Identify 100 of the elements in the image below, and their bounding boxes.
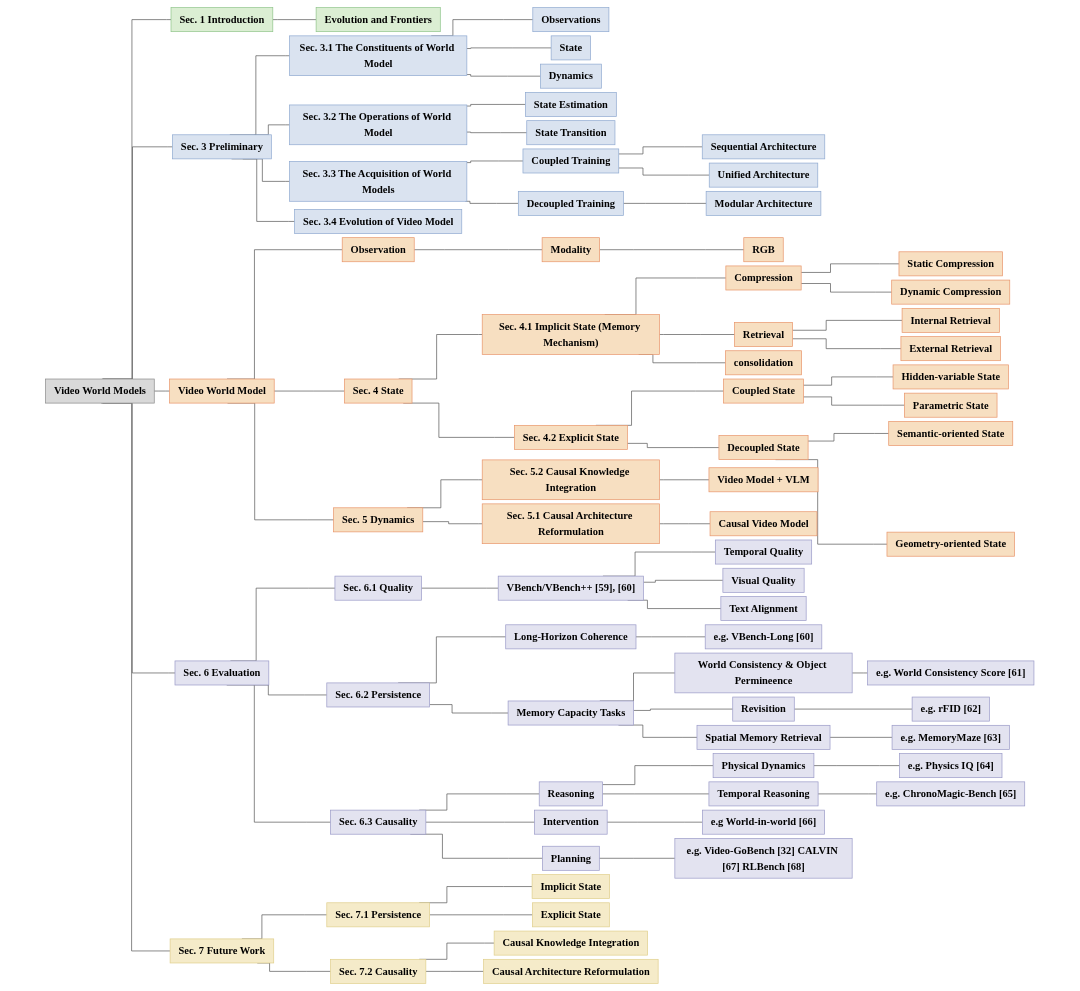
node-box: Sec. 4.2 Explicit State	[514, 425, 628, 450]
connector	[618, 146, 703, 155]
connector	[425, 971, 485, 972]
node-box: World Consistency & Object Permineence	[674, 652, 853, 694]
node-box: VBench/VBench++ [59], [60]	[498, 575, 645, 601]
node-box: Unified Architecture	[709, 162, 819, 188]
connector	[414, 249, 543, 251]
connector	[466, 160, 524, 163]
connector	[659, 334, 736, 335]
node-box: Causal Knowledge Integration	[494, 930, 649, 956]
connector	[659, 479, 710, 481]
node-box: Sequential Architecture	[702, 134, 826, 160]
connector	[466, 47, 552, 49]
node-box: RGB	[743, 237, 784, 263]
node-box: Reasoning	[539, 781, 604, 807]
connector	[466, 131, 528, 134]
node-box: State Estimation	[525, 92, 617, 117]
node-box: e.g. World Consistency Score [61]	[867, 660, 1035, 686]
node-box: Implicit State	[532, 874, 611, 899]
node-box: Sec. 3.1 The Constituents of World Model	[289, 35, 468, 76]
node-box: Modality	[542, 237, 601, 263]
node-box: Visual Quality	[722, 567, 805, 593]
node-box: Sec. 7 Future Work	[170, 938, 275, 964]
connector	[829, 737, 893, 738]
node-box: Sec. 6.1 Quality	[334, 575, 423, 601]
connector	[429, 704, 509, 714]
node-box: Video World Model	[169, 378, 275, 404]
node-box: Observation	[342, 237, 415, 263]
connector	[792, 320, 903, 331]
connector	[599, 249, 745, 251]
node-box: consolidation	[725, 350, 803, 376]
node-box: Physical Dynamics	[713, 753, 815, 778]
connector	[154, 390, 171, 392]
node-box: Spatial Memory Retrieval	[696, 724, 831, 750]
node-box: Decoupled Training	[518, 191, 624, 216]
node-box: e.g. rFID [62]	[912, 696, 990, 722]
connector	[801, 263, 900, 273]
connector	[429, 914, 533, 916]
node-box: e.g. Video-GoBench [32] CALVIN [67] RLBench [68]	[674, 838, 853, 879]
connector	[801, 283, 893, 293]
node-box: Temporal Quality	[715, 539, 813, 565]
connector	[627, 443, 720, 448]
connector	[272, 19, 317, 20]
connector	[466, 104, 526, 107]
node-box: Geometry-oriented State	[886, 531, 1016, 557]
connector	[659, 523, 711, 525]
node-box: Revisition	[732, 696, 795, 722]
node-box: Text Alignment	[720, 596, 807, 621]
node-box: Video World Models	[45, 378, 155, 404]
node-box: Sec. 3.4 Evolution of Video Model	[294, 209, 463, 234]
node-box: Planning	[542, 845, 600, 871]
connector	[633, 708, 734, 711]
node-box: Hidden-variable State	[892, 364, 1009, 390]
node-box: Sec. 6 Evaluation	[174, 660, 270, 686]
node-box: Causal Video Model	[709, 511, 818, 537]
node-box: Sec. 3.3 The Acquisition of World Models	[289, 161, 468, 202]
node-box: Sec. 7.1 Persistence	[326, 902, 431, 928]
connector	[618, 167, 710, 176]
node-box: Observations	[532, 7, 610, 32]
node-box: Sec. 3.2 The Operations of World Model	[289, 104, 468, 146]
node-box: Static Compression	[898, 251, 1004, 277]
node-box: Sec. 3 Preliminary	[172, 134, 272, 160]
node-box: Sec. 7.2 Causality	[330, 958, 427, 984]
connector	[602, 765, 714, 785]
node-box: Sec. 4 State	[344, 378, 413, 404]
node-box: Sec. 5.2 Causal Knowledge Integration	[482, 459, 661, 501]
connector	[466, 74, 541, 77]
node-box: Dynamics	[540, 63, 602, 89]
connector	[623, 203, 707, 204]
node-box: Dynamic Compression	[891, 279, 1011, 305]
connector	[599, 857, 676, 859]
node-box: e.g. Physics IQ [64]	[899, 753, 1003, 778]
node-box: State	[551, 35, 592, 61]
node-box: Explicit State	[532, 902, 610, 928]
node-box: Intervention	[534, 809, 608, 835]
node-box: Coupled State	[723, 378, 805, 404]
node-box: Evolution and Frontiers	[316, 7, 441, 32]
connector	[422, 521, 483, 525]
node-box: Sec. 4.1 Implicit State (Memory Mechanism)	[482, 314, 661, 355]
node-box: Sec. 5 Dynamics	[333, 507, 424, 533]
connector	[803, 396, 905, 406]
node-box: e.g. VBench-Long [60]	[705, 624, 823, 650]
node-box: Sec. 5.1 Causal Architecture Reformulation	[482, 503, 661, 544]
node-box: Semantic-oriented State	[888, 421, 1014, 446]
node-box: Sec. 1 Introduction	[170, 7, 274, 32]
connector	[792, 338, 902, 349]
connector	[643, 579, 724, 583]
node-box: Modular Architecture	[706, 191, 822, 216]
node-box: Parametric State	[904, 392, 998, 418]
node-box: Decoupled State	[718, 435, 809, 460]
node-box: Causal Architecture Reformulation	[483, 958, 659, 984]
node-box: Video Model + VLM	[708, 467, 819, 493]
node-box: e.g World-in-world [66]	[702, 809, 826, 835]
node-box: Long-Horizon Coherence	[505, 624, 637, 650]
node-box: State Transition	[526, 120, 616, 146]
node-box: Memory Capacity Tasks	[507, 700, 635, 726]
node-box: Temporal Reasoning	[708, 781, 819, 807]
node-box: Retrieval	[734, 322, 794, 347]
connector	[813, 765, 901, 766]
node-box: Sec. 6.2 Persistence	[326, 682, 431, 708]
